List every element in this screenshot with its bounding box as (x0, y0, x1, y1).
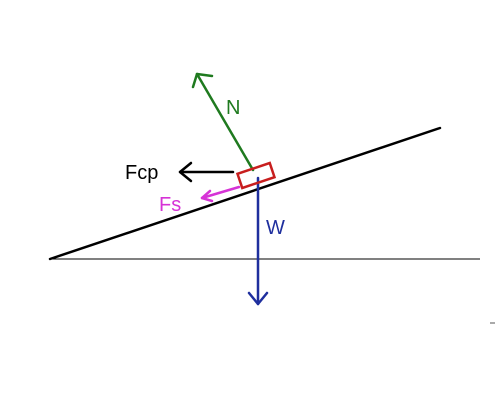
friction-force-arrowhead-icon (200, 189, 214, 203)
friction-force-label: Fs (159, 194, 181, 216)
weight-force-arrow (247, 176, 269, 306)
normal-force-arrow (191, 72, 255, 172)
weight-force-label: W (266, 217, 285, 239)
centripetal-force-arrow (178, 161, 235, 183)
friction-force-arrow (200, 185, 241, 203)
centripetal-force-label: Fcp (125, 162, 158, 184)
incline-line (48, 126, 442, 261)
normal-force-label: N (226, 97, 240, 119)
friction-force-shaft (200, 185, 241, 200)
normal-force-shaft (195, 72, 255, 172)
weight-force-arrowhead-icon (247, 291, 269, 306)
centripetal-force-arrowhead-icon (178, 161, 193, 183)
block-icon (235, 161, 277, 190)
normal-force-arrowhead-icon (191, 72, 214, 89)
